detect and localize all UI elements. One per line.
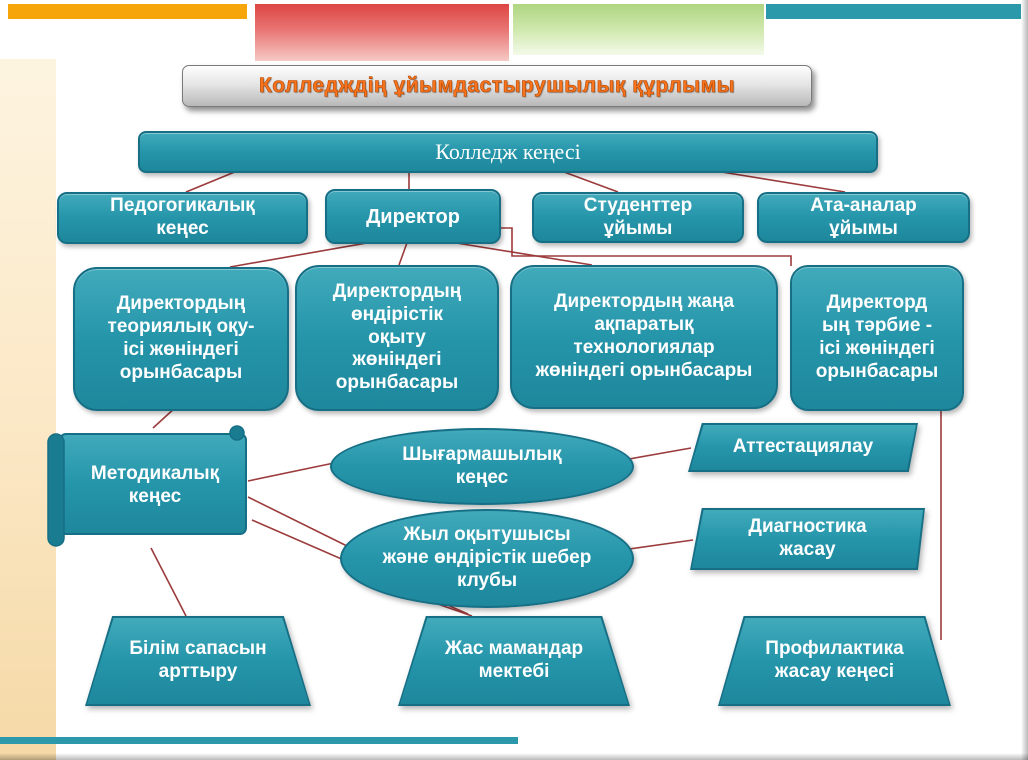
decor-block-red [255, 4, 509, 61]
page-edge-shadow-bottom [0, 753, 1028, 760]
page-title: Колледждің ұйымдастырушылық құрлымы [258, 74, 736, 98]
page-title-banner: Колледждің ұйымдастырушылық құрлымы [182, 65, 812, 107]
node-deputy-production: Директордың өндірістік оқыту жөніндегі о… [295, 265, 499, 411]
node-deputy-theory: Директордың теориялық оқу-ісі жөніндегі … [73, 267, 289, 411]
decor-block-green [513, 4, 764, 55]
node-methodical-council: Методикалық кеңес [46, 424, 250, 548]
node-deputy-discipline: Директорд ың тәрбие - ісі жөніндегі орын… [790, 265, 964, 411]
node-director: Директор [325, 189, 501, 244]
node-pedagogical-council: Педогогикалық кеңес [57, 192, 308, 244]
node-diagnostics: Диагностика жасау [690, 508, 925, 570]
node-year-teacher-club: Жыл оқытушысы және өндірістік шебер клуб… [340, 509, 634, 608]
node-attestation: Аттестациялау [688, 423, 918, 472]
node-creative-council: Шығармашылық кеңес [330, 428, 634, 505]
node-prophylaxis-council: Профилактика жасау кеңесі [718, 616, 951, 706]
page-edge-shadow-right [1021, 0, 1028, 760]
node-education-quality: Білім сапасын арттыру [85, 616, 311, 706]
node-deputy-it: Директордың жаңа ақпаратық технологиялар… [510, 265, 778, 409]
node-young-specialists-school: Жас мамандар мектебі [398, 616, 630, 706]
decor-left-strip [0, 59, 56, 760]
decor-bottom-strip [0, 737, 518, 744]
node-parents-organization: Ата-аналар ұйымы [757, 192, 970, 243]
scroll-shape [47, 425, 247, 547]
node-college-council: Колледж кеңесі [138, 131, 878, 173]
decor-bar-teal [766, 4, 1021, 19]
node-students-organization: Студенттер ұйымы [532, 192, 744, 243]
decor-bar-orange [8, 4, 247, 19]
